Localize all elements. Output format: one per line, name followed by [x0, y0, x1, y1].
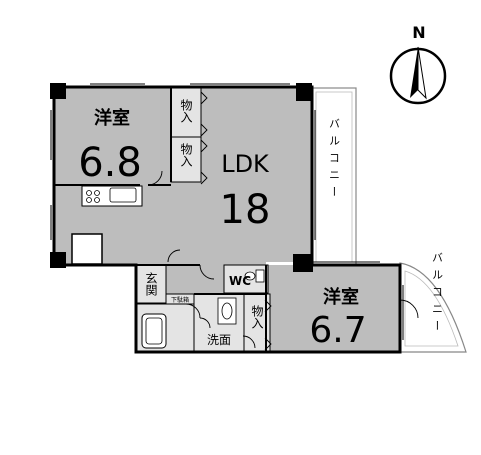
wash-basin-icon [217, 297, 237, 325]
door-swings [147, 170, 419, 349]
room-name-ldk: LDK [221, 150, 270, 178]
washroom-label: 洗面 [207, 333, 231, 347]
shoe-box-label: 下駄箱 [171, 296, 189, 304]
room-name-western-2: 洋室 [323, 286, 359, 308]
bathtub-icon [141, 313, 167, 349]
balcony-label-1: バルコニー [328, 118, 341, 203]
toilet-label: WC [229, 274, 251, 288]
toilet-icon [244, 269, 265, 283]
balcony-label-2: バルコニー [431, 252, 444, 337]
compass: N [389, 23, 447, 105]
closet-label-3: 物入 [250, 305, 264, 329]
room-size-western-2: 6.7 [309, 310, 366, 351]
closet-label-1: 物入 [179, 99, 193, 123]
entrance-label: 玄関 [144, 271, 158, 296]
closet-label-2: 物入 [179, 143, 193, 167]
walls [52, 85, 402, 354]
room-size-ldk: 18 [220, 187, 271, 233]
balcony-southeast [399, 262, 467, 353]
room-size-western-1: 6.8 [78, 140, 142, 186]
compass-north-label: N [412, 23, 425, 42]
stove-icon [86, 187, 137, 203]
balcony-east [311, 87, 357, 267]
closet-arrows [200, 91, 272, 351]
room-name-western-1: 洋室 [94, 107, 130, 129]
pillars [50, 83, 313, 272]
windows [50, 83, 404, 340]
